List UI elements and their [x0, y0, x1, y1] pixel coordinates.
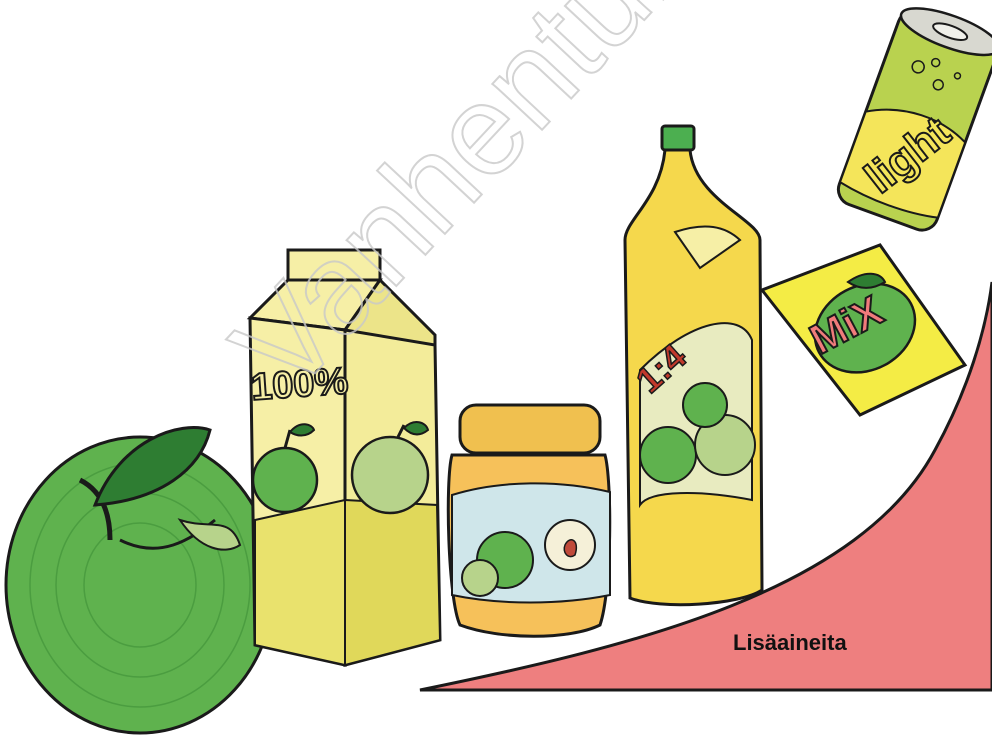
additives-label: Lisäaineita — [733, 630, 847, 655]
juice-bottle-icon: 1:4 — [625, 126, 762, 605]
baby-food-jar-icon — [448, 405, 610, 636]
apple-icon — [6, 428, 274, 733]
soda-can-icon: light — [834, 0, 992, 235]
drink-powder-packet-icon: MiX — [762, 245, 965, 415]
